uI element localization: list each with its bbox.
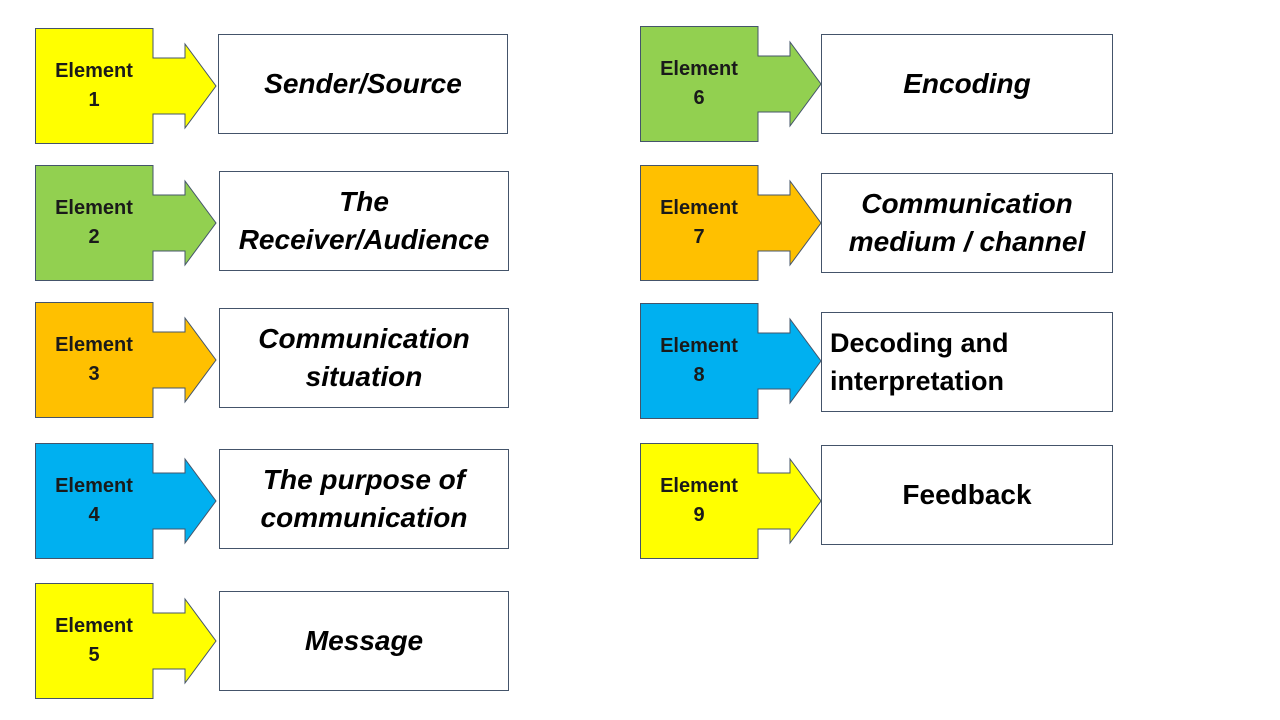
element-6-term: Encoding [903, 68, 1031, 99]
element-7-term-box: Communication medium / channel [821, 173, 1113, 273]
element-1-label-number: 1 [88, 89, 100, 111]
element-1-callout: Element 1 [35, 28, 217, 144]
element-3-label-word: Element [55, 334, 133, 356]
element-8-label: Element 8 [640, 303, 758, 419]
element-4-arrow-shape [35, 443, 217, 559]
element-5-term: Message [304, 625, 424, 656]
element-2-label-number: 2 [88, 226, 100, 248]
element-4-callout: Element 4 [35, 443, 217, 559]
element-9: Element 9 Feedback [640, 443, 1120, 559]
element-1-label-word: Element [55, 60, 133, 82]
element-3-callout: Element 3 [35, 302, 217, 418]
element-1-arrow-shape [35, 28, 217, 144]
element-1-label: Element 1 [35, 28, 153, 144]
element-3: Element 3 Communication situation [35, 302, 515, 418]
element-3-term-box: Communication situation [219, 308, 509, 408]
element-5: Element 5 Message [35, 583, 515, 699]
element-4-term-box: The purpose of communication [219, 449, 509, 549]
element-8-term: Decoding and interpretation [830, 328, 1009, 396]
element-2-term-box: The Receiver/Audience [219, 171, 509, 271]
element-3-label-number: 3 [88, 363, 100, 385]
element-9-label-word: Element [660, 475, 738, 497]
element-7-label-word: Element [660, 197, 738, 219]
element-9-term: Feedback [902, 479, 1032, 510]
element-4-term: The purpose of communication [260, 464, 468, 533]
element-8-arrow-shape [640, 303, 822, 419]
element-5-label: Element 5 [35, 583, 153, 699]
element-4-label-word: Element [55, 475, 133, 497]
element-6-arrow-shape [640, 26, 822, 142]
element-9-arrow-shape [640, 443, 822, 559]
element-7-callout: Element 7 [640, 165, 822, 281]
element-5-label-number: 5 [88, 644, 100, 666]
element-6: Element 6 Encoding [640, 26, 1120, 142]
element-2-label: Element 2 [35, 165, 153, 281]
element-6-term-box: Encoding [821, 34, 1113, 134]
element-2-label-word: Element [55, 197, 133, 219]
element-5-label-word: Element [55, 615, 133, 637]
element-5-arrow-shape [35, 583, 217, 699]
element-1-term-box: Sender/Source [218, 34, 508, 134]
element-4: Element 4 The purpose of communication [35, 443, 515, 559]
element-5-callout: Element 5 [35, 583, 217, 699]
element-3-label: Element 3 [35, 302, 153, 418]
element-8-label-word: Element [660, 335, 738, 357]
element-9-callout: Element 9 [640, 443, 822, 559]
element-9-label-number: 9 [693, 504, 705, 526]
element-4-label-number: 4 [88, 504, 100, 526]
element-2-arrow-shape [35, 165, 217, 281]
element-8-term-box: Decoding and interpretation [821, 312, 1113, 412]
element-9-label: Element 9 [640, 443, 758, 559]
element-5-term-box: Message [219, 591, 509, 691]
element-2-callout: Element 2 [35, 165, 217, 281]
element-8-callout: Element 8 [640, 303, 822, 419]
element-7-term: Communication medium / channel [848, 188, 1086, 257]
element-7: Element 7 Communication medium / channel [640, 165, 1120, 281]
element-6-label-word: Element [660, 58, 738, 80]
element-6-callout: Element 6 [640, 26, 822, 142]
element-1: Element 1 Sender/Source [35, 28, 515, 144]
element-4-label: Element 4 [35, 443, 153, 559]
element-7-label: Element 7 [640, 165, 758, 281]
element-8: Element 8 Decoding and interpretation [640, 303, 1120, 419]
element-9-term-box: Feedback [821, 445, 1113, 545]
element-3-arrow-shape [35, 302, 217, 418]
element-1-term: Sender/Source [264, 68, 462, 99]
element-2: Element 2 The Receiver/Audience [35, 165, 515, 281]
element-2-term: The Receiver/Audience [238, 186, 490, 255]
element-6-label: Element 6 [640, 26, 758, 142]
element-8-label-number: 8 [693, 364, 705, 386]
element-7-arrow-shape [640, 165, 822, 281]
element-3-term: Communication situation [258, 323, 470, 392]
element-6-label-number: 6 [693, 87, 705, 109]
element-7-label-number: 7 [693, 226, 705, 248]
